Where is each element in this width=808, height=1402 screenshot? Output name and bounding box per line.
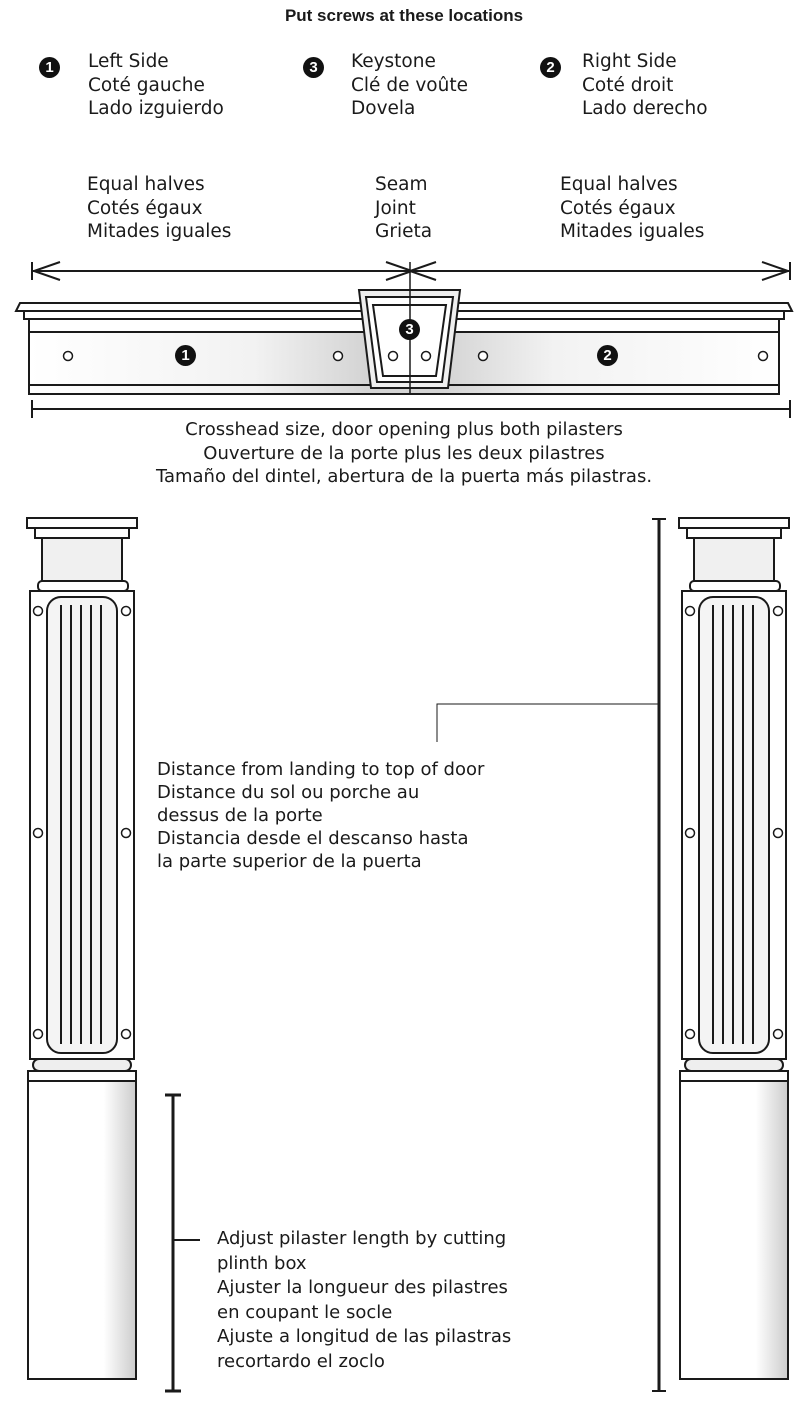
plinth-adjust-text: Adjust pilaster length by cutting plinth… bbox=[217, 1227, 511, 1374]
left-pilaster bbox=[26, 517, 138, 1380]
halves-right-fr: Cotés égaux bbox=[560, 197, 676, 219]
crosshead-marker-left: 1 bbox=[175, 345, 196, 366]
crosshead-marker-right: 2 bbox=[597, 345, 618, 366]
plinth-line-1: Adjust pilaster length by cutting bbox=[217, 1228, 507, 1249]
legend-marker-keystone: 3 bbox=[303, 57, 324, 78]
width-arrow bbox=[30, 261, 792, 281]
plinth-bracket bbox=[165, 1093, 200, 1393]
seam-label: Seam Joint Grieta bbox=[375, 173, 432, 244]
crosshead-marker-keystone: 3 bbox=[399, 319, 420, 340]
crosshead-size-es: Tamaño del dintel, abertura de la puerta… bbox=[155, 466, 653, 487]
crosshead-size-fr: Ouverture de la porte plus les deux pila… bbox=[203, 442, 605, 464]
halves-right-en: Equal halves bbox=[560, 174, 678, 195]
legend-marker-right: 2 bbox=[540, 57, 561, 78]
legend-left-es: Lado izguierdo bbox=[88, 98, 224, 119]
door-height-line-1: Distance from landing to top of door bbox=[157, 759, 485, 780]
legend-right-fr: Coté droit bbox=[582, 74, 674, 96]
plinth-line-4: en coupant le socle bbox=[217, 1301, 393, 1323]
legend-keystone-es: Dovela bbox=[351, 98, 416, 119]
legend-right-en: Right Side bbox=[582, 51, 677, 72]
halves-right-es: Mitades iguales bbox=[560, 221, 705, 242]
seam-es: Grieta bbox=[375, 221, 433, 242]
seam-en: Seam bbox=[375, 174, 428, 195]
crosshead bbox=[14, 262, 794, 395]
page-title: Put screws at these locations bbox=[284, 6, 524, 25]
legend-keystone-en: Keystone bbox=[351, 51, 436, 72]
halves-left-fr: Cotés égaux bbox=[87, 197, 203, 219]
legend-marker-left: 1 bbox=[39, 57, 60, 78]
crosshead-screw-holes bbox=[62, 350, 769, 362]
legend-left-en: Left Side bbox=[88, 51, 169, 72]
halves-left-label: Equal halves Cotés égaux Mitades iguales bbox=[87, 173, 231, 244]
door-height-line-3: dessus de la porte bbox=[157, 805, 323, 826]
legend-keystone-fr: Clé de voûte bbox=[351, 74, 468, 96]
plinth-line-5: Ajuste a longitud de las pilastras bbox=[217, 1326, 512, 1347]
halves-left-en: Equal halves bbox=[87, 174, 205, 195]
legend-right-es: Lado derecho bbox=[582, 98, 708, 119]
plinth-line-3: Ajuster la longueur des pilastres bbox=[217, 1277, 508, 1298]
legend-left-fr: Coté gauche bbox=[88, 74, 205, 96]
door-height-text: Distance from landing to top of door Dis… bbox=[157, 758, 484, 873]
door-height-bracket bbox=[436, 518, 666, 1392]
halves-left-es: Mitades iguales bbox=[87, 221, 232, 242]
plinth-line-2: plinth box bbox=[217, 1252, 307, 1274]
plinth-line-6: recortardo el zoclo bbox=[217, 1350, 385, 1372]
legend-right-side: Right Side Coté droit Lado derecho bbox=[582, 50, 708, 121]
crosshead-size-en: Crosshead size, door opening plus both p… bbox=[185, 419, 623, 440]
legend-left-side: Left Side Coté gauche Lado izguierdo bbox=[88, 50, 224, 121]
halves-right-label: Equal halves Cotés égaux Mitades iguales bbox=[560, 173, 704, 244]
seam-fr: Joint bbox=[375, 197, 416, 219]
door-height-line-5: la parte superior de la puerta bbox=[157, 851, 422, 872]
door-height-line-4: Distancia desde el descanso hasta bbox=[157, 828, 469, 849]
legend-keystone: Keystone Clé de voûte Dovela bbox=[351, 50, 468, 121]
crosshead-size-text: Crosshead size, door opening plus both p… bbox=[0, 418, 808, 489]
door-height-line-2: Distance du sol ou porche au bbox=[157, 782, 420, 803]
crosshead-size-line bbox=[31, 400, 791, 418]
right-pilaster bbox=[678, 517, 790, 1380]
